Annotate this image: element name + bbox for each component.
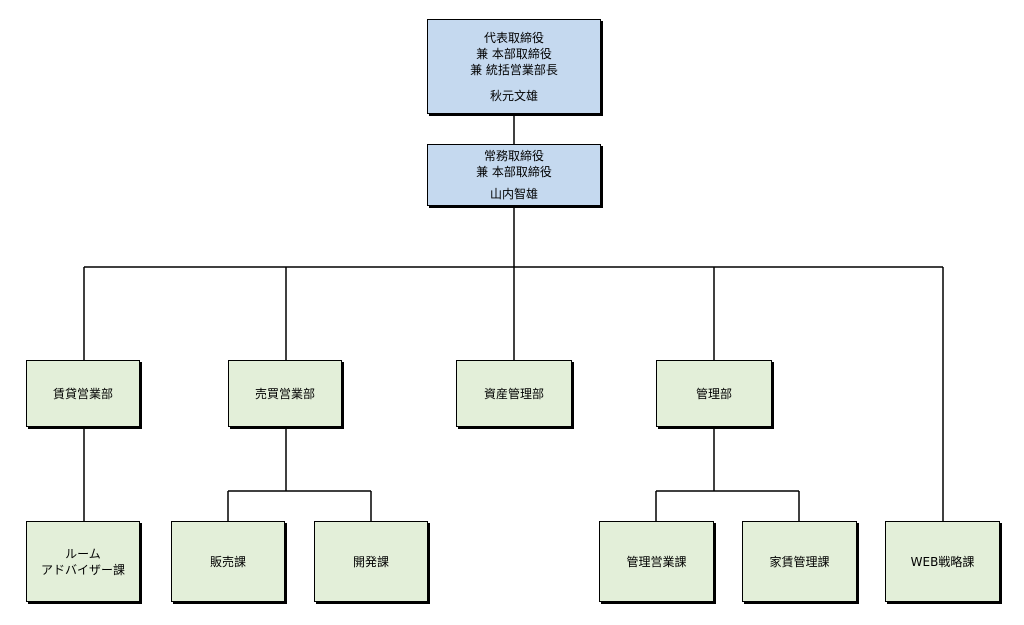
section-development-label: 開発課: [352, 554, 389, 569]
section-management-sales: 管理営業課: [599, 521, 714, 602]
managing-director-name: 山内智雄: [489, 187, 538, 201]
section-room-advisor: ルーム アドバイザー課: [26, 521, 140, 602]
dept-rental-sales-label: 賃貸営業部: [52, 386, 113, 401]
section-web-strategy: WEB戦略課: [885, 521, 1000, 602]
managing-director-box: 常務取締役 兼 本部取締役 山内智雄: [427, 144, 601, 206]
section-rent-management: 家賃管理課: [742, 521, 857, 602]
section-web-strategy-label: WEB戦略課: [910, 554, 975, 569]
section-room-advisor-line-2: アドバイザー課: [40, 562, 125, 577]
dept-rental-sales: 賃貸営業部: [26, 360, 140, 427]
section-sales-label: 販売課: [209, 554, 246, 569]
ceo-title-line-2: 兼 本部取締役: [476, 46, 552, 61]
ceo-box: 代表取締役 兼 本部取締役 兼 統括営業部長 秋元文雄: [427, 19, 601, 114]
managing-director-title-line-2: 兼 本部取締役: [476, 165, 552, 179]
dept-trading-sales: 売買営業部: [228, 360, 342, 427]
section-sales: 販売課: [171, 521, 285, 602]
dept-asset-management: 資産管理部: [456, 360, 572, 427]
section-development: 開発課: [314, 521, 428, 602]
dept-trading-sales-label: 売買営業部: [254, 386, 315, 401]
dept-asset-management-label: 資産管理部: [483, 386, 544, 401]
dept-administration: 管理部: [656, 360, 772, 427]
section-room-advisor-line-1: ルーム: [65, 546, 101, 561]
ceo-title-line-1: 代表取締役: [483, 30, 544, 45]
section-management-sales-label: 管理営業課: [626, 554, 687, 569]
ceo-name: 秋元文雄: [489, 88, 538, 103]
managing-director-title-line-1: 常務取締役: [483, 149, 544, 163]
dept-administration-label: 管理部: [695, 386, 732, 401]
section-rent-management-label: 家賃管理課: [769, 554, 830, 569]
ceo-title-line-3: 兼 統括営業部長: [470, 62, 558, 77]
